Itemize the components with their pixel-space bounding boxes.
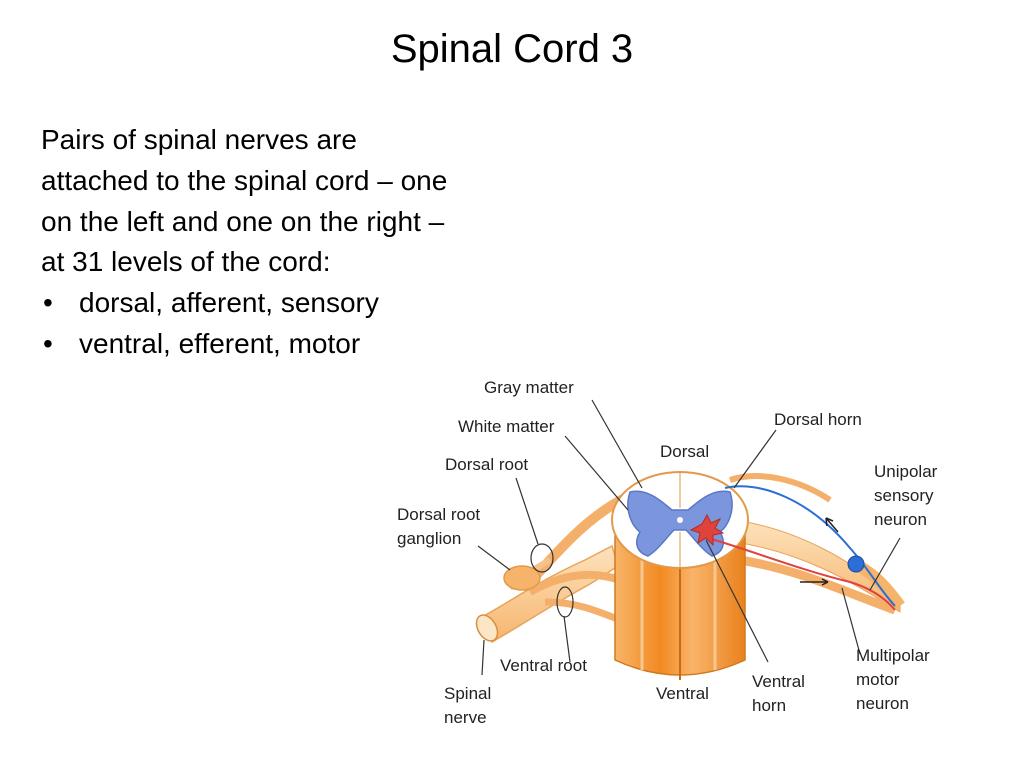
neuron-paths xyxy=(689,485,896,611)
motor-neuron-cell-body xyxy=(689,513,725,547)
label-gray-matter: Gray matter xyxy=(484,378,574,397)
leader-lines xyxy=(477,399,901,676)
label-multipolar-motor-neuron: Multipolar motor neuron xyxy=(856,646,930,713)
label-ventral: Ventral xyxy=(656,684,709,703)
motor-neuron-path xyxy=(707,537,896,611)
label-dorsal-horn: Dorsal horn xyxy=(774,410,862,429)
gray-matter-shape xyxy=(627,490,733,557)
spinal-cord-illustration xyxy=(475,399,905,680)
label-spinal-nerve: Spinal nerve xyxy=(444,684,492,727)
body-text: Pairs of spinal nerves are attached to t… xyxy=(41,120,461,365)
label-white-matter: White matter xyxy=(458,417,555,436)
slide-title: Spinal Cord 3 xyxy=(390,27,634,71)
label-ventral-horn: Ventral horn xyxy=(752,672,805,715)
spinal-cord-body xyxy=(611,471,749,680)
label-dorsal-root-ganglion: Dorsal root ganglion xyxy=(397,505,481,548)
intro-paragraph: Pairs of spinal nerves are attached to t… xyxy=(41,124,448,278)
left-spinal-nerve xyxy=(475,493,628,644)
sensory-neuron-cell-body xyxy=(847,555,865,573)
label-ventral-root: Ventral root xyxy=(500,656,587,675)
sensory-neuron-path xyxy=(724,485,896,607)
label-unipolar-sensory-neuron: Unipolar sensory neuron xyxy=(874,462,938,529)
bullet-ventral: ventral, efferent, motor xyxy=(41,324,461,365)
spinal-cord-diagram: Gray matter White matter Dorsal root Dor… xyxy=(380,370,980,740)
label-dorsal: Dorsal xyxy=(660,442,710,461)
bullet-list: dorsal, afferent, sensory ventral, effer… xyxy=(41,283,461,365)
bullet-dorsal: dorsal, afferent, sensory xyxy=(41,283,461,324)
dorsal-root-ganglion-shape xyxy=(503,565,541,591)
label-dorsal-root: Dorsal root xyxy=(445,455,529,474)
